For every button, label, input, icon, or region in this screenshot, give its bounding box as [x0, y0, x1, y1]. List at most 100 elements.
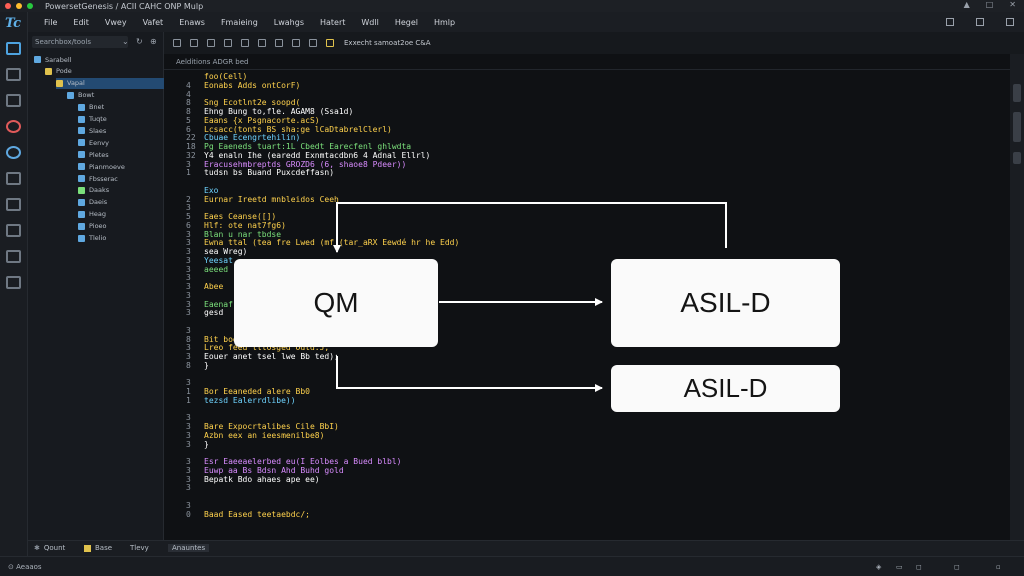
tree-item[interactable]: Eenvy	[78, 137, 164, 148]
tree-item[interactable]: Daeis	[78, 197, 164, 208]
menu-item[interactable]: Hegel	[394, 17, 418, 27]
package-icon[interactable]	[6, 276, 21, 289]
status-icon-4[interactable]: ◻	[954, 563, 960, 571]
status-icon-3[interactable]: ◻	[916, 563, 922, 571]
tree-item[interactable]: Pioeo	[78, 221, 164, 232]
notification-icon[interactable]: ▲	[963, 0, 970, 9]
tablet-icon[interactable]	[6, 172, 21, 185]
menu-item[interactable]: Vwey	[104, 17, 127, 27]
run-icon[interactable]	[326, 39, 334, 47]
editor-tab[interactable]: Aelditions ADGR bed	[176, 58, 249, 66]
window-close-icon[interactable]: ✕	[1009, 0, 1016, 9]
collapse-icon[interactable]: ⌄	[122, 37, 129, 46]
list-icon[interactable]	[6, 94, 21, 107]
globe-icon[interactable]	[6, 146, 21, 159]
menu-item[interactable]: Wdll	[361, 17, 379, 27]
explorer-icon[interactable]	[6, 42, 21, 55]
line-number: 3	[186, 457, 191, 466]
tree-item[interactable]: Heag	[78, 209, 164, 220]
asil-d-box-top: ASIL-D	[611, 259, 840, 347]
files-icon[interactable]	[6, 68, 21, 81]
code-line: sea Wreg)	[204, 247, 248, 256]
editor-scrollbar[interactable]	[1010, 54, 1024, 540]
status-icon-1[interactable]: ◈	[876, 563, 882, 571]
menu-item[interactable]: Enaws	[179, 17, 205, 27]
chart-icon[interactable]	[6, 250, 21, 263]
tree-item[interactable]: Bowt	[67, 90, 164, 101]
code-line: Euwp aa Bs Bdsn Ahd Buhd gold	[204, 465, 344, 475]
tree-item[interactable]: Tlelio	[78, 233, 164, 244]
line-number: 3	[186, 378, 191, 388]
tree-item[interactable]: Fbsserac	[78, 173, 164, 184]
tree-item-label: Daeis	[89, 198, 108, 207]
tree-item[interactable]: Sarabell	[34, 54, 164, 65]
find-icon[interactable]	[292, 39, 300, 47]
code-line: Azbn eex an ieesmenilbe8)	[204, 430, 325, 440]
close-window-button[interactable]	[5, 3, 11, 9]
menu-item[interactable]: Vafet	[142, 17, 164, 27]
line-number: 8	[186, 107, 191, 116]
menu-item[interactable]: File	[44, 17, 58, 27]
code-line: Abee	[204, 282, 224, 291]
copy-icon[interactable]	[224, 39, 232, 47]
refresh-icon[interactable]: ↻	[136, 37, 143, 46]
line-number: 8	[186, 360, 191, 370]
split-icon[interactable]	[976, 18, 984, 26]
tree-item[interactable]: Tuqte	[78, 114, 164, 125]
build-icon[interactable]	[309, 39, 317, 47]
panel-icon[interactable]	[1006, 18, 1014, 26]
layout-icon[interactable]	[946, 18, 954, 26]
panel-tab[interactable]: Anauntes	[168, 544, 210, 552]
window-restore-icon[interactable]: □	[985, 0, 994, 9]
tree-item[interactable]: Vapal	[56, 77, 164, 89]
search-input[interactable]: Searchbox/tools	[32, 36, 128, 48]
panel-tab[interactable]: ✱Qount	[34, 544, 66, 552]
status-text: ⊙ Aeaaos	[8, 563, 42, 571]
maximize-window-button[interactable]	[27, 3, 33, 9]
scrollbar-thumb[interactable]	[1013, 84, 1021, 102]
paste-icon[interactable]	[241, 39, 249, 47]
monitor-icon[interactable]	[6, 198, 21, 211]
cloud-icon[interactable]	[6, 224, 21, 237]
tree-item[interactable]: Pode	[45, 66, 164, 77]
more-icon[interactable]: ⊕	[150, 37, 157, 46]
status-icon-2[interactable]: ▭	[896, 563, 903, 571]
line-number: 3	[186, 238, 191, 248]
window-title: PowersetGenesis / ACII CAHC ONP Mulp	[45, 1, 204, 11]
line-number: 3	[186, 413, 191, 423]
panel-tab-label: Qount	[43, 544, 66, 552]
debug-icon[interactable]	[6, 120, 21, 133]
menu-item[interactable]: Hatert	[319, 17, 346, 27]
menu-item[interactable]: Edit	[73, 17, 89, 27]
save-icon[interactable]	[207, 39, 215, 47]
line-number: 3	[186, 229, 191, 239]
line-number: 2	[186, 194, 191, 204]
menu-item[interactable]: Lwahgs	[273, 17, 304, 27]
tree-item[interactable]: Slaes	[78, 125, 164, 136]
tree-item[interactable]: Bnet	[78, 102, 164, 113]
menu-item[interactable]: Hmlp	[434, 17, 456, 27]
tree-item[interactable]: Pianmoeve	[78, 161, 164, 172]
line-number: 3	[186, 264, 191, 274]
panel-tab[interactable]: Tlevy	[130, 544, 149, 552]
code-line: Exo	[204, 185, 219, 195]
code-line: tudsn bs Buand Puxcdeffasn)	[204, 168, 335, 178]
status-icon-5[interactable]: ▫	[996, 563, 1001, 571]
redo-icon[interactable]	[275, 39, 283, 47]
undo-icon[interactable]	[258, 39, 266, 47]
tree-item-label: Vapal	[67, 79, 85, 88]
file-icon	[78, 175, 85, 182]
menu-item[interactable]: Fmaieing	[220, 17, 258, 27]
tree-item[interactable]: Pletes	[78, 149, 164, 160]
forward-icon[interactable]	[190, 39, 198, 47]
line-number: 3	[186, 299, 191, 309]
file-icon	[78, 222, 85, 230]
minimize-window-button[interactable]	[16, 3, 22, 9]
back-icon[interactable]	[173, 39, 181, 47]
tree-item[interactable]: Daaks	[78, 185, 164, 196]
tree-item-label: Bowt	[78, 91, 95, 100]
panel-tab[interactable]: Base	[84, 544, 112, 552]
asil-d-label: ASIL-D	[680, 287, 771, 318]
file-icon	[78, 163, 85, 171]
